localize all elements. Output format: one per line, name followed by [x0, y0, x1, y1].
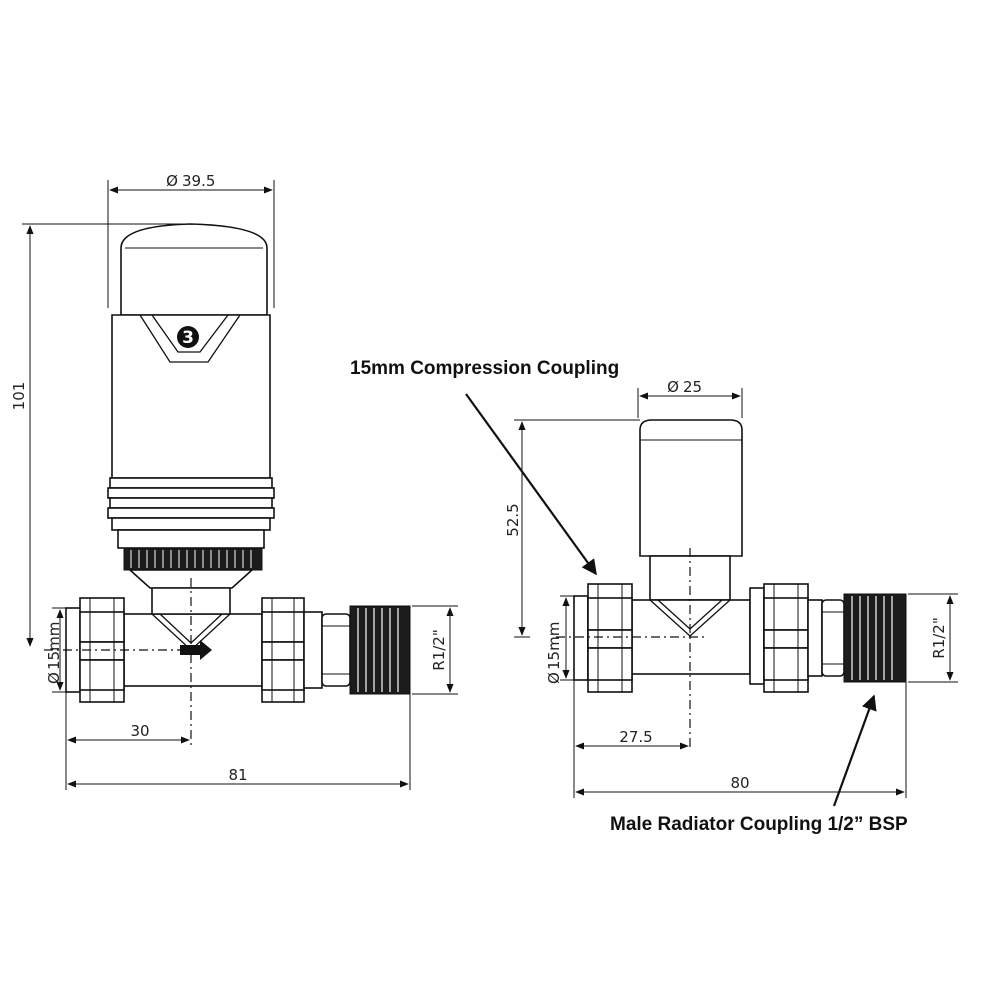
- compression-nut-right: [261, 597, 323, 703]
- head-ribs: [107, 477, 275, 549]
- dim-height-to-centre: 52.5: [504, 503, 522, 536]
- dim-manual-pipe-diameter-symbol: Ø: [545, 672, 563, 684]
- dim-pipe-diameter: 15mm: [45, 622, 63, 670]
- callout-male-radiator-coupling: Male Radiator Coupling 1/2” BSP: [610, 814, 908, 835]
- manual-tail: [821, 599, 845, 677]
- knurl-lines: [130, 550, 252, 568]
- dim-manual-overall-length: 80: [730, 774, 749, 792]
- dim-overall-length: 81: [228, 766, 247, 784]
- manual-compression-nut-right: [749, 583, 823, 693]
- callout-compression-coupling: 15mm Compression Coupling: [350, 358, 619, 379]
- dim-manual-thread-size: R1/2": [930, 617, 948, 658]
- dim-manual-pipe-diameter: 15mm: [545, 622, 563, 670]
- dim-thread-size: R1/2": [430, 629, 448, 670]
- thermostatic-valve: 3: [10, 172, 458, 790]
- manual-compression-nut-left: [573, 583, 633, 693]
- dim-pipe-diameter-symbol: Ø: [45, 672, 63, 684]
- dim-head-diameter-symbol: Ø: [166, 172, 178, 190]
- dim-head-diameter: 39.5: [182, 172, 215, 190]
- head-number: 3: [182, 328, 194, 348]
- compression-nut-left: [65, 597, 125, 703]
- flow-arrow: [180, 640, 212, 660]
- callouts: 15mm Compression Coupling Male Radiator …: [350, 358, 908, 835]
- manual-male-thread: [843, 593, 907, 683]
- knurled-ring: [123, 547, 263, 571]
- head-number-badge: [177, 326, 199, 348]
- head-cap: [120, 223, 268, 316]
- dim-manual-centre-to-inlet: 27.5: [619, 728, 652, 746]
- callout-male-leader: [832, 694, 877, 807]
- callout-compression-leader: [465, 393, 597, 576]
- dim-manual-head-diameter: 25: [683, 378, 702, 396]
- manual-valve: Ø 25 52.5 Ø 15mm R1/2" 27.5 80: [504, 378, 958, 798]
- dim-overall-height: 101: [10, 382, 28, 411]
- male-thread: [349, 605, 411, 695]
- dim-centre-to-inlet: 30: [130, 722, 149, 740]
- manual-head: [639, 419, 743, 557]
- tail-olive: [321, 613, 351, 687]
- dim-manual-head-diameter-symbol: Ø: [667, 378, 679, 396]
